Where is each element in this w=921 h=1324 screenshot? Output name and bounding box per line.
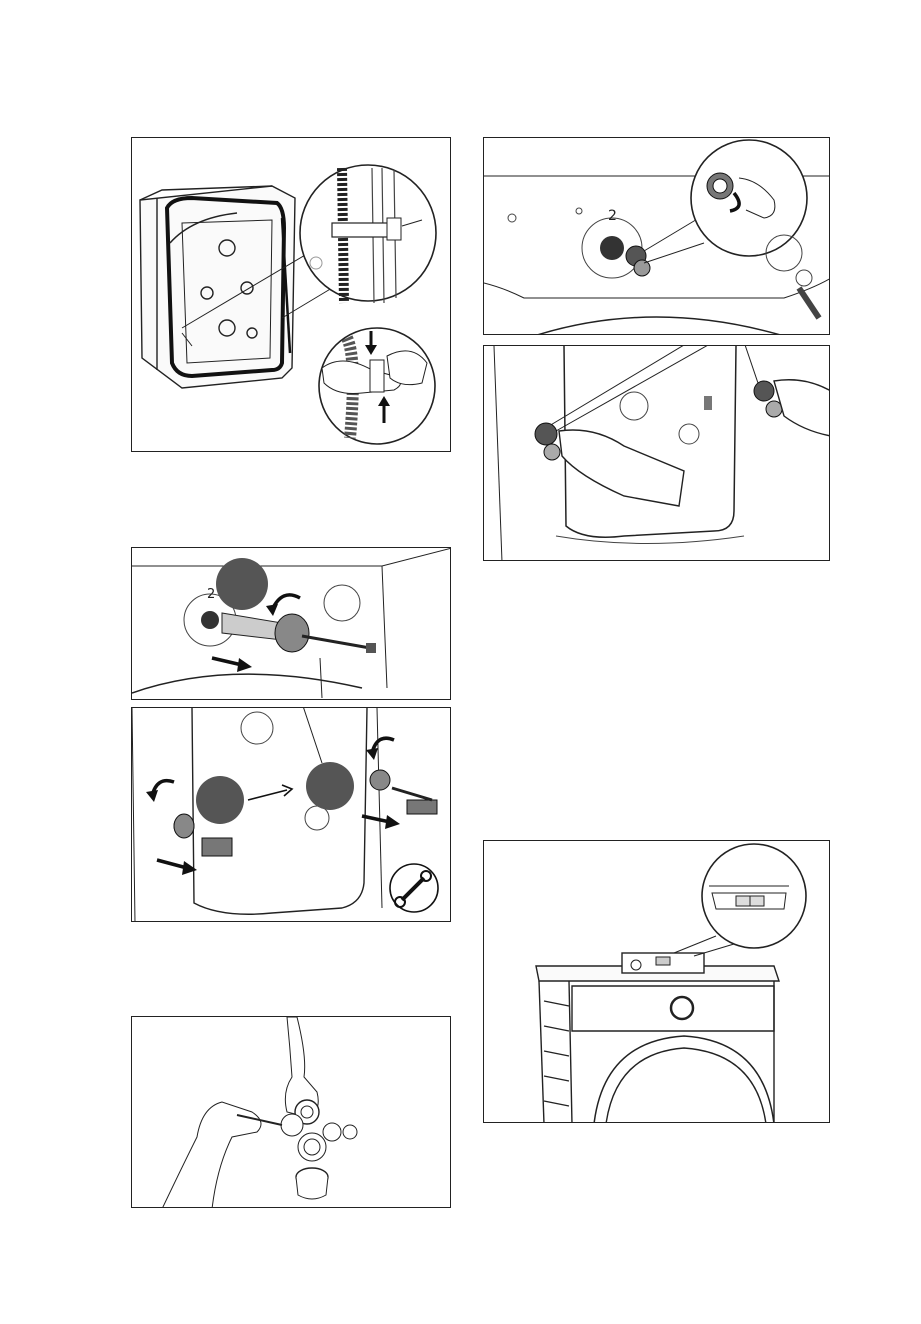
arrow-right-icon [248, 785, 292, 800]
arrow-right-icon [212, 658, 252, 672]
plug-cap-icon [626, 246, 650, 276]
spanner-icon [390, 864, 438, 912]
transit-bolt-icon [222, 613, 376, 653]
step-badge [216, 558, 268, 610]
hand-icon [319, 328, 435, 444]
figure-plug-caps-kit [131, 1016, 451, 1208]
figure-levelling [483, 840, 830, 1123]
rotate-ccw-icon [266, 595, 300, 616]
rotate-cw-icon [691, 140, 807, 256]
washer-back-icon [140, 186, 295, 388]
figure-insert-caps-top: 2 [483, 137, 830, 335]
rear-label: 2 [207, 587, 215, 602]
washer-front-icon [536, 966, 779, 1123]
rotate-ccw-icon [146, 738, 394, 802]
figure-back-hose-clip [131, 137, 451, 452]
rear-label: 2 [608, 208, 617, 224]
spirit-level-icon [622, 953, 704, 973]
hose-clip-icon [300, 165, 436, 303]
figure-insert-caps-bottom [483, 345, 830, 561]
spirit-level-icon [702, 844, 806, 948]
figure-transit-bolts-top: 2 [131, 547, 451, 700]
bag-icon [296, 1168, 328, 1199]
figure-transit-bolts-bottom [131, 707, 451, 922]
